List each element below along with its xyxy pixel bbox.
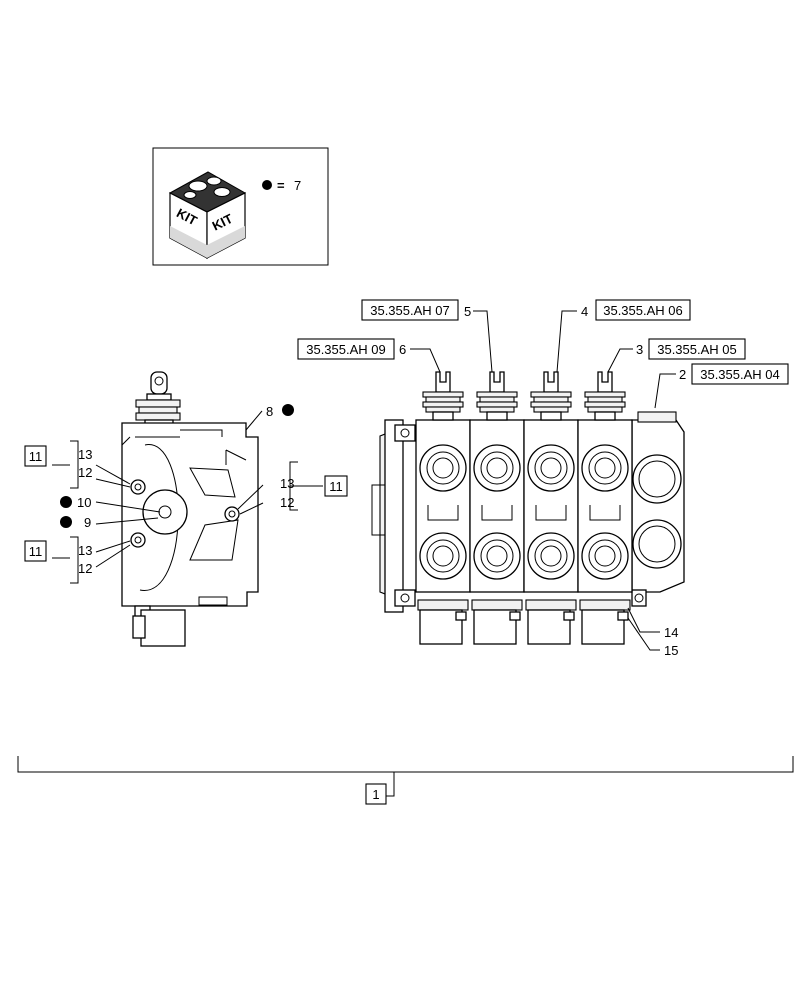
ref-label-06: 35.355.AH 06	[603, 303, 683, 318]
callout-2: 2	[679, 367, 686, 382]
callout-14: 14	[664, 625, 678, 640]
boot-ring	[530, 401, 572, 408]
boot-ring	[530, 391, 572, 398]
port-inner	[432, 457, 454, 479]
spool-handle	[435, 371, 451, 393]
callout-9: 9	[84, 515, 91, 530]
boot-ring	[584, 401, 626, 408]
callout-15: 15	[664, 643, 678, 658]
callout-box-11-right: 11	[329, 479, 343, 494]
cap-screw	[509, 611, 521, 621]
kit-equals: =	[277, 178, 285, 193]
callout-box-1: 1	[372, 787, 379, 802]
port-inner	[432, 545, 454, 567]
section-channel	[535, 505, 567, 521]
bottom-plate	[471, 599, 523, 611]
callout-12-right: 12	[280, 495, 294, 510]
boot-ring	[587, 406, 623, 413]
spool-handle	[597, 371, 613, 393]
spool-handle	[543, 371, 559, 393]
kit-legend: KIT KIT = 7	[152, 147, 329, 266]
valve-front-view	[371, 411, 685, 613]
section-channel	[481, 505, 513, 521]
port-ring	[588, 539, 622, 573]
callout-6: 6	[399, 342, 406, 357]
port-ring	[588, 451, 622, 485]
callout-8: 8	[266, 404, 273, 419]
spool-cap	[419, 609, 463, 645]
boot-ring	[422, 401, 464, 408]
boot-ring	[533, 406, 569, 413]
spool-seal	[594, 411, 616, 421]
callout-numbers: 5 4 6 3 2 8 13 12 10 9 13 12 13 12 14 15	[60, 304, 686, 658]
boot-ring	[425, 406, 461, 413]
kit-box-icon: KIT KIT	[168, 171, 247, 260]
spool-cap	[581, 609, 625, 645]
port-ring	[480, 539, 514, 573]
spool-handle	[489, 371, 505, 393]
boot-ring	[479, 406, 515, 413]
section-channel	[427, 505, 459, 521]
boot-ring	[533, 396, 569, 403]
valve-side-view	[121, 371, 259, 647]
callout-box-11-lower: 11	[29, 544, 43, 559]
kit-item-number: 7	[294, 178, 301, 193]
spool-seal	[432, 411, 454, 421]
cap-screw	[563, 611, 575, 621]
section-channel	[589, 505, 621, 521]
boot-ring	[584, 391, 626, 398]
port-inner	[594, 457, 616, 479]
bullet-icon	[60, 516, 72, 528]
callout-3: 3	[636, 342, 643, 357]
ref-label-07: 35.355.AH 07	[370, 303, 450, 318]
bottom-plate	[417, 599, 469, 611]
callout-10: 10	[77, 495, 91, 510]
port-inner	[540, 545, 562, 567]
bottom-plate	[579, 599, 631, 611]
ref-label-04: 35.355.AH 04	[700, 367, 780, 382]
cap-screw	[617, 611, 629, 621]
ref-label-09: 35.355.AH 09	[306, 342, 386, 357]
bullet-icon	[60, 496, 72, 508]
port-inner	[486, 457, 508, 479]
boot-ring	[479, 396, 515, 403]
callout-13-upper: 13	[78, 447, 92, 462]
port-ring	[426, 539, 460, 573]
port-ring	[534, 539, 568, 573]
callout-box-11-upper: 11	[29, 449, 43, 464]
leader-lines	[17, 310, 794, 797]
spool-seal	[540, 411, 562, 421]
bullet-icon	[262, 180, 272, 190]
spool-cap	[473, 609, 517, 645]
callout-5: 5	[464, 304, 471, 319]
ref-label-05: 35.355.AH 05	[657, 342, 737, 357]
port-ring	[480, 451, 514, 485]
cap-screw	[455, 611, 467, 621]
bullet-icon	[282, 404, 294, 416]
port-inner	[486, 545, 508, 567]
callout-4: 4	[581, 304, 588, 319]
spool-seal	[486, 411, 508, 421]
valve-sections	[415, 371, 633, 645]
boot-ring	[476, 391, 518, 398]
reference-labels: 35.355.AH 07 35.355.AH 06 35.355.AH 09 3…	[24, 299, 789, 805]
callout-13-right: 13	[280, 476, 294, 491]
port-ring	[426, 451, 460, 485]
kit-legend-frame	[152, 147, 329, 266]
callout-13-lower: 13	[78, 543, 92, 558]
port-inner	[540, 457, 562, 479]
spool-cap	[527, 609, 571, 645]
callout-12-upper: 12	[78, 465, 92, 480]
port-inner	[594, 545, 616, 567]
port-ring	[534, 451, 568, 485]
boot-ring	[587, 396, 623, 403]
boot-ring	[425, 396, 461, 403]
boot-ring	[476, 401, 518, 408]
bottom-plate	[525, 599, 577, 611]
boot-ring	[422, 391, 464, 398]
callout-12-lower: 12	[78, 561, 92, 576]
